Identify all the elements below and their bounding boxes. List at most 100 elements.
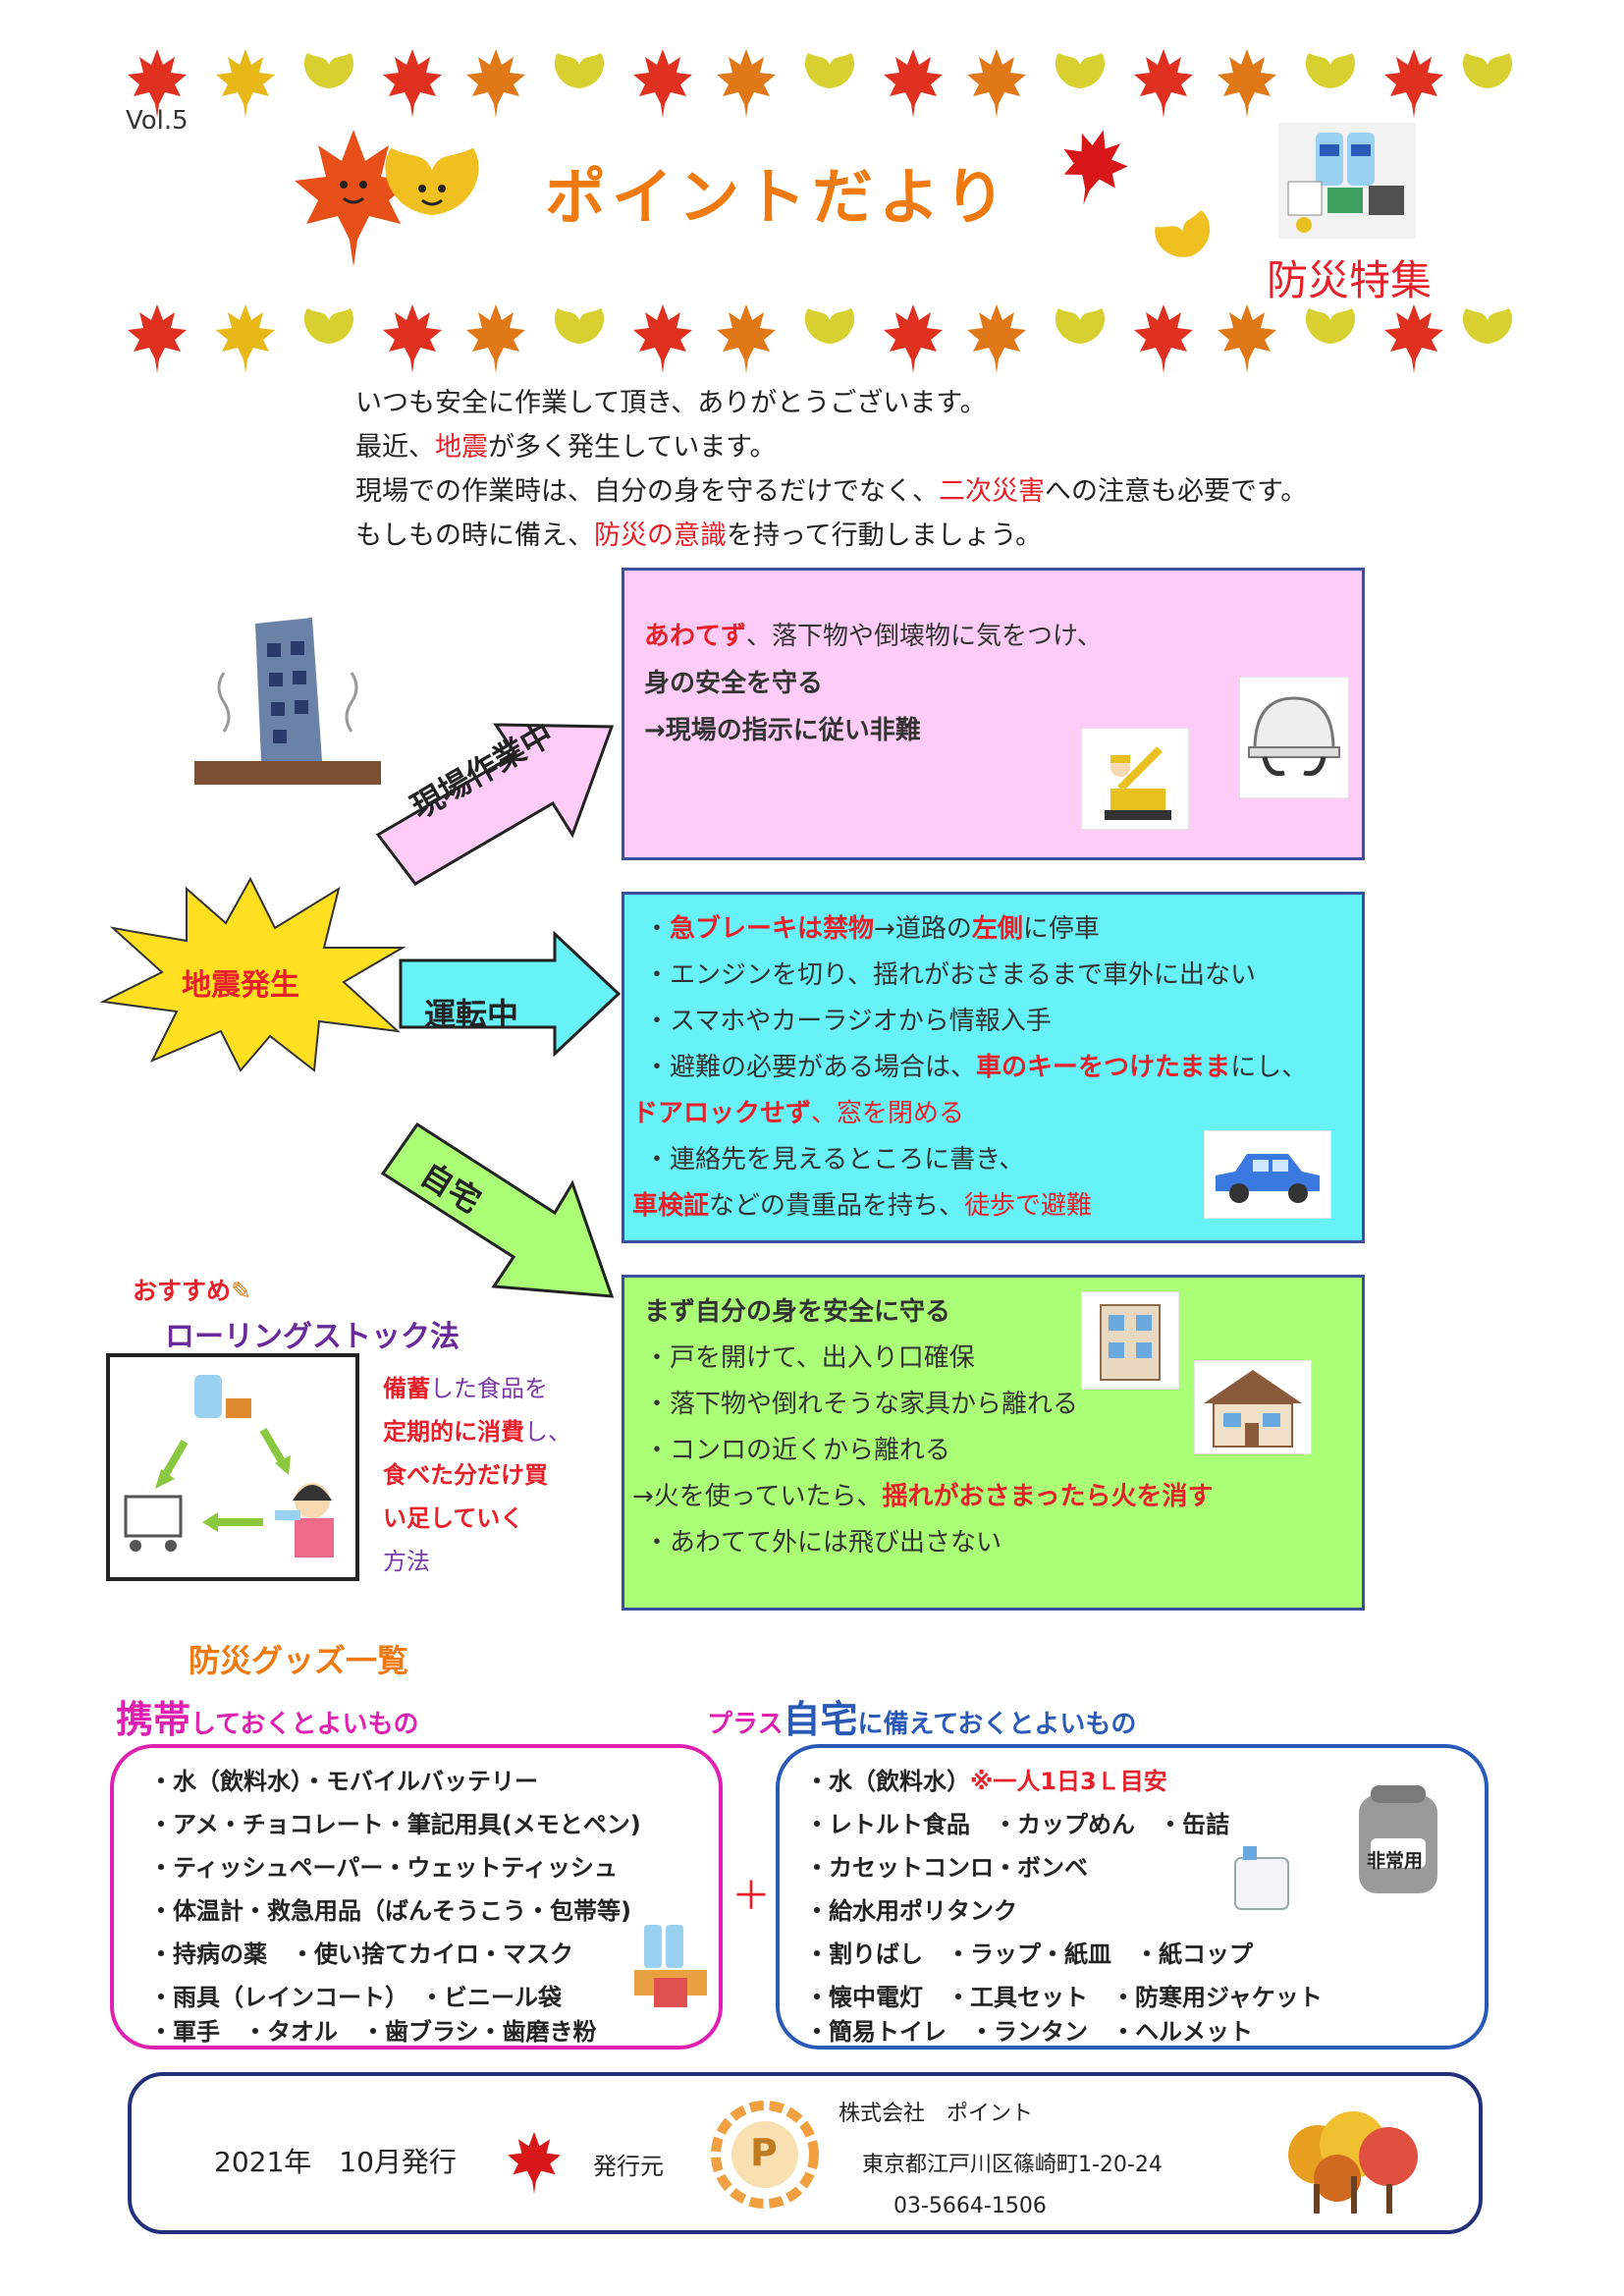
intro-text-span: 現場での作業時は、自分の身を守るだけでなく、 <box>355 476 939 507</box>
drive-highlight: 車のキーをつけたまま <box>976 1053 1231 1082</box>
intro-highlight: 防災の意識 <box>594 520 727 551</box>
intro-highlight: 二次災害 <box>939 476 1045 507</box>
carry-item: ・水（飲料水）・モバイルバッテリー <box>149 1768 538 1795</box>
crane-worker-icon <box>1081 728 1189 830</box>
company-name: 株式会社 ポイント <box>839 2102 1034 2126</box>
maple-leaf-icon <box>508 2132 561 2194</box>
drive-highlight: 窓を閉める <box>837 1099 965 1128</box>
site-work-box: あわてず、落下物や倒壊物に気をつけ、 身の安全を守る →現場の指示に従い非難 <box>622 568 1365 860</box>
drive-text: ・避難の必要がある場合は、 <box>644 1053 977 1082</box>
plus-sign: ＋ <box>731 1874 771 1919</box>
rolling-stock-illustration <box>106 1353 359 1581</box>
intro-text-span: への注意も必要です。 <box>1045 476 1308 507</box>
intro-line-1: いつも安全に作業して頂き、ありがとうございます。 <box>355 388 987 418</box>
carry-item: ・アメ・チョコレート・筆記用具(メモとペン) <box>149 1811 641 1838</box>
drive-text: 、 <box>811 1099 838 1128</box>
site-line-2: 身の安全を守る <box>644 669 824 698</box>
drive-highlight: ドアロックせず <box>632 1099 812 1128</box>
carry-title: 携帯しておくとよいもの <box>116 1689 418 1743</box>
drive-highlight: 急ブレーキは禁物 <box>670 914 875 944</box>
recommend-text: おすすめ <box>133 1277 232 1305</box>
autumn-trees-illustration <box>1288 2111 1418 2214</box>
home-line-1: まず自分の身を安全に守る <box>644 1297 951 1327</box>
intro-text: いつも安全に作業して頂き、ありがとうございます。 最近、地震が多く発生しています… <box>355 381 1307 558</box>
home-goods-item: ・簡易トイレ ・ランタン ・ヘルメット <box>805 2018 1253 2046</box>
company-phone: 03-5664-1506 <box>893 2194 1047 2218</box>
intro-text-span: もしもの時に備え、 <box>355 520 594 551</box>
drive-line-6: ・連絡先を見えるところに書き、 <box>644 1145 1025 1175</box>
drive-text: ・ <box>644 914 671 944</box>
apartment-icon <box>1081 1291 1179 1390</box>
carry-item: ・持病の薬 ・使い捨てカイロ・マスク <box>149 1941 573 1968</box>
food-water-supplies-icon <box>634 1925 707 2007</box>
driving-box: ・急ブレーキは禁物→道路の左側に停車 ・エンジンを切り、揺れがおさまるまで車外に… <box>622 892 1365 1243</box>
home-line-5: →火を使っていたら、揺れがおさまったら火を消す <box>632 1474 1213 1520</box>
label-driving: 運転中 <box>424 996 519 1033</box>
drive-highlight: 徒歩で避難 <box>964 1191 1093 1221</box>
company-address: 東京都江戸川区篠崎町1-20-24 <box>862 2153 1163 2177</box>
intro-text-span: を持って行動しましょう。 <box>727 520 1043 551</box>
arrow-home <box>380 1121 615 1298</box>
earthquake-label: 地震発生 <box>182 968 299 1003</box>
carry-item: ・ティッシュペーパー・ウェットティッシュ <box>149 1854 618 1882</box>
leaf-border-bottom <box>128 304 1512 373</box>
newsletter-title: ポイントだより <box>545 161 1011 233</box>
earthquake-burst-shape <box>99 876 406 1072</box>
rolling-line-3: 食べた分だけ買 <box>383 1461 548 1489</box>
home-highlight: 揺れがおさまったら火を消す <box>882 1482 1214 1511</box>
home-box: まず自分の身を安全に守る ・戸を開けて、出入り口確保 ・落下物や倒れそうな家具か… <box>622 1275 1365 1611</box>
drive-text: にし、 <box>1230 1053 1308 1082</box>
ginkgo-leaf-icon <box>1152 208 1225 285</box>
drive-highlight: 左側 <box>971 914 1023 944</box>
arrow-driving <box>399 931 622 1057</box>
intro-line-4: もしもの時に備え、防災の意識を持って行動しましょう。 <box>355 514 1307 558</box>
company-logo <box>711 2101 819 2209</box>
water-tank-icon <box>1234 1846 1289 1910</box>
home-goods-item: ・レトルト食品 ・カップめん ・缶詰 <box>805 1811 1229 1838</box>
home-goods-note: ※一人1日3Ｌ目安 <box>970 1768 1167 1795</box>
home-goods-item: ・カセットコンロ・ボンベ <box>805 1854 1088 1882</box>
rolling-line-5: 方法 <box>383 1548 430 1575</box>
home-goods-item: ・懐中電灯 ・工具セット ・防寒用ジャケット <box>805 1984 1323 2011</box>
home-goods-title: プラス自宅に備えておくとよいもの <box>707 1689 1136 1743</box>
special-issue-label: 防災特集 <box>1267 256 1433 304</box>
carry-goods-box: ・水（飲料水）・モバイルバッテリー ・アメ・チョコレート・筆記用具(メモとペン)… <box>110 1744 723 2050</box>
maple-leaf-icon <box>1051 121 1136 206</box>
home-goods-title-sub: に備えておくとよいもの <box>857 1710 1137 1739</box>
site-text: 、落下物や倒壊物に気をつけ、 <box>746 622 1103 651</box>
publisher-label: 発行元 <box>593 2153 664 2180</box>
logo-letter: P <box>750 2131 778 2174</box>
home-line-2: ・戸を開けて、出入り口確保 <box>644 1343 975 1373</box>
rolling-line-4: い足していく <box>383 1504 524 1532</box>
arrow-site-work <box>375 723 615 886</box>
site-highlight: あわてず <box>644 622 747 651</box>
rolling-highlight: 備蓄 <box>383 1375 430 1402</box>
emergency-backpack-icon <box>1359 1785 1437 1893</box>
emergency-kit-icon <box>1278 123 1416 239</box>
carry-title-main: 携帯 <box>116 1698 191 1741</box>
intro-line-3: 現場での作業時は、自分の身を守るだけでなく、二次災害への注意も必要です。 <box>355 469 1307 514</box>
home-goods-title-prefix: プラス <box>707 1710 784 1739</box>
intro-text-span: が多く発生しています。 <box>488 432 777 463</box>
house-icon <box>1194 1360 1312 1454</box>
volume-number: Vol.5 <box>126 106 189 136</box>
drive-line-5: ドアロックせず、窓を閉める <box>632 1091 964 1137</box>
footer-box: 2021年 10月発行 発行元 P 株式会社 ポイント 東京都江戸川区篠崎町1-… <box>128 2072 1483 2234</box>
recommend-label: おすすめ✎ <box>133 1272 251 1307</box>
rolling-line-1: 備蓄した食品を <box>383 1367 571 1410</box>
carry-item: ・体温計・救急用品（ばんそうこう・包帯等) <box>149 1897 631 1925</box>
drive-line-4: ・避難の必要がある場合は、車のキーをつけたままにし、 <box>644 1045 1307 1091</box>
drive-text: →道路の <box>874 914 972 944</box>
rolling-line-2: 定期的に消費し、 <box>383 1410 571 1453</box>
drive-line-1: ・急ブレーキは禁物→道路の左側に停車 <box>644 906 1100 953</box>
intro-highlight: 地震 <box>435 432 488 463</box>
site-line-3: →現場の指示に従い非難 <box>644 716 921 745</box>
home-goods-item: ・割りばし ・ラップ・紙皿 ・紙コップ <box>805 1941 1253 1968</box>
home-goods-item: ・給水用ポリタンク <box>805 1897 1017 1925</box>
home-line-3: ・落下物や倒れそうな家具から離れる <box>644 1390 1079 1419</box>
home-goods-box: ・水（飲料水）※一人1日3Ｌ目安 ・レトルト食品 ・カップめん ・缶詰 ・カセッ… <box>776 1744 1489 2050</box>
rolling-stock-description: 備蓄した食品を 定期的に消費し、 食べた分だけ買 い足していく 方法 <box>383 1367 571 1583</box>
collapsing-building-illustration <box>194 618 381 785</box>
drive-text: などの貴重品を持ち、 <box>709 1191 965 1221</box>
home-goods-item: ・水（飲料水）※一人1日3Ｌ目安 <box>805 1760 1167 1803</box>
